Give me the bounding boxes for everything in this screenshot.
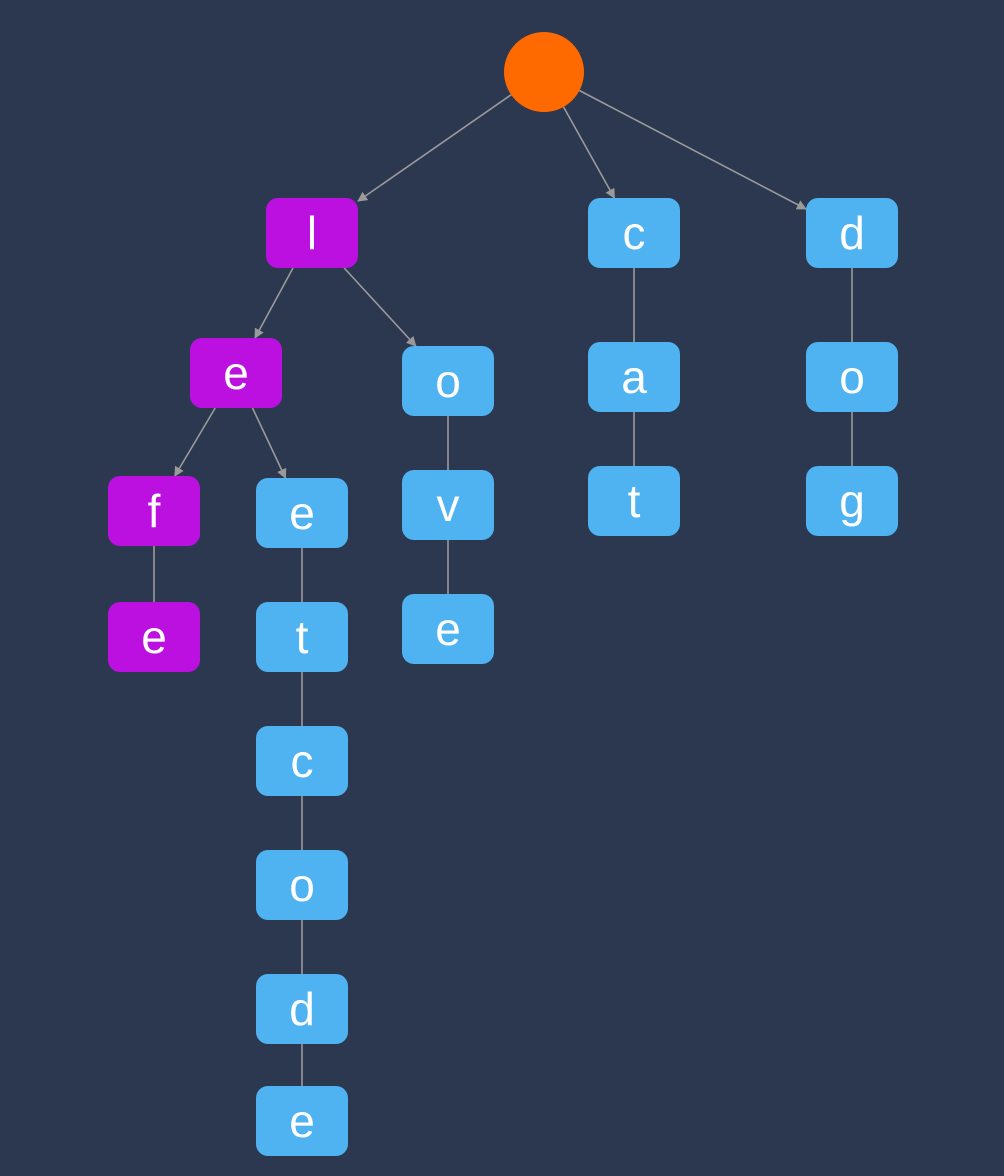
node-d: d [806, 198, 898, 268]
node-do: o [806, 342, 898, 412]
node-lef: f [108, 476, 200, 546]
node-lo: o [402, 346, 494, 416]
node-leet: t [256, 602, 348, 672]
node-leetcod: d [256, 974, 348, 1044]
node-leetcode: e [256, 1086, 348, 1156]
node-dog: g [806, 466, 898, 536]
node-le: e [190, 338, 282, 408]
node-c: c [588, 198, 680, 268]
edge-le-lee [251, 407, 287, 479]
node-lov: v [402, 470, 494, 540]
node-ca: a [588, 342, 680, 412]
node-l: l [266, 198, 358, 268]
node-leetco: o [256, 850, 348, 920]
edge-le-lef [174, 407, 216, 477]
edge-l-le [254, 267, 294, 339]
edge-l-lo [343, 267, 417, 347]
edge-root-l [357, 94, 512, 202]
edge-root-d [579, 89, 807, 210]
node-love: e [402, 594, 494, 664]
node-leetc: c [256, 726, 348, 796]
node-lefe: e [108, 602, 200, 672]
node-cat: t [588, 466, 680, 536]
edge-root-c [562, 106, 616, 199]
node-lee: e [256, 478, 348, 548]
node-root [504, 32, 584, 112]
